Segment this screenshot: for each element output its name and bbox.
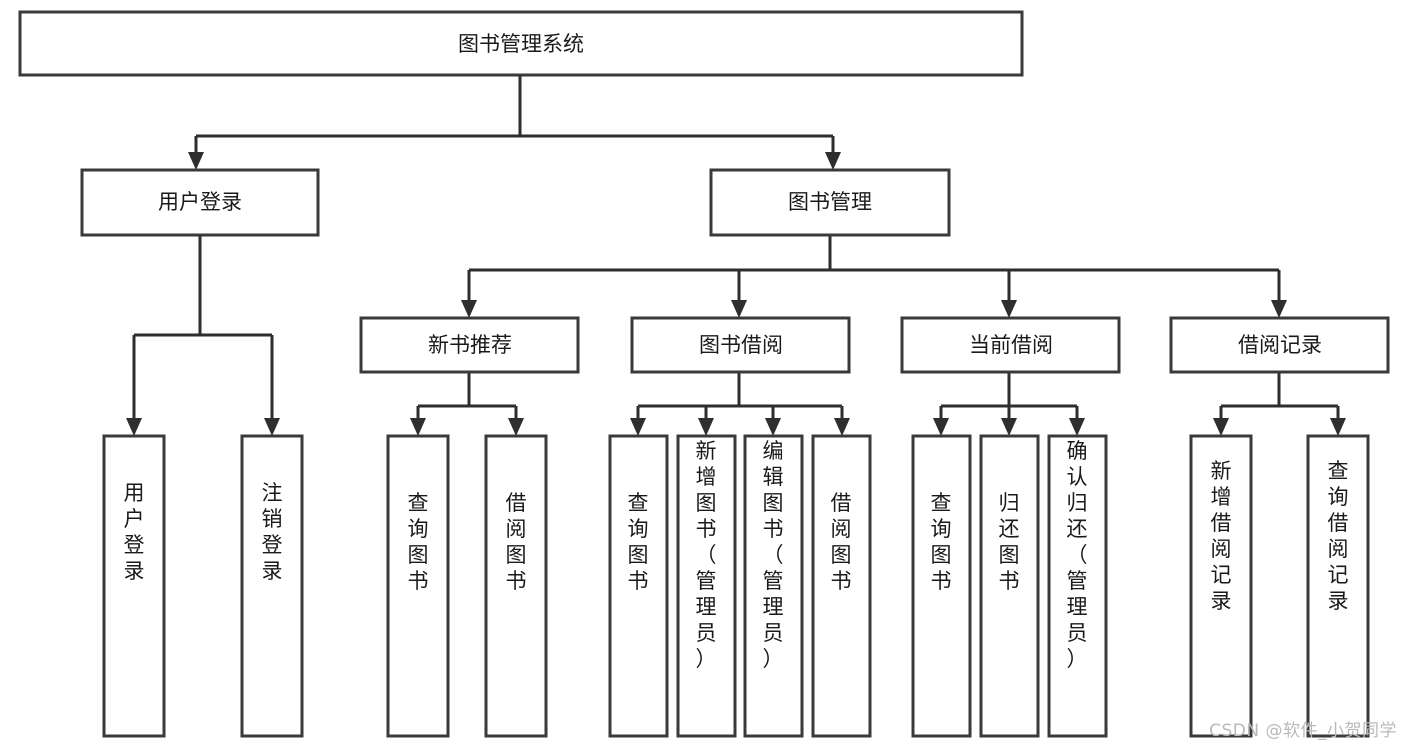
leaf-add-record-box[interactable] [1189,434,1253,738]
arrow-br-leaf-2 [1330,418,1346,436]
leaf-borrow-book-2[interactable]: 借阅图书 [811,434,872,738]
leaf-confirm-return-label: 确认归还（管理员） [1067,439,1088,671]
leaf-query-book-1-box[interactable] [386,434,450,738]
arrow-bb-leaf-3 [765,418,781,436]
arrow-nbr-leaf-1 [410,418,426,436]
node-book-borrow-label: 图书借阅 [699,333,783,357]
leaf-query-book-2[interactable]: 查询图书 [608,434,669,738]
leaf-query-book-3[interactable]: 查询图书 [911,434,972,738]
leaf-return-book[interactable]: 归还图书 [979,434,1040,738]
node-book-borrow[interactable]: 图书借阅 [630,316,851,374]
leaf-borrow-book-1[interactable]: 借阅图书 [484,434,548,738]
leaf-add-book-label: 新增图书（管理员） [696,439,717,671]
node-current-borrow-box[interactable] [900,316,1121,374]
arrow-bm-to-book-borrow [731,300,747,318]
arrow-bb-leaf-4 [834,418,850,436]
leaf-return-book-box[interactable] [979,434,1040,738]
arrow-root-to-user-login [188,152,204,170]
leaf-logout-login-box[interactable] [240,434,304,738]
node-root[interactable]: 图书管理系统 [18,10,1024,77]
leaf-logout-login[interactable]: 注销登录 [240,434,304,738]
node-root-box[interactable] [18,10,1024,77]
leaf-logout-login-label: 注销登录 [262,481,283,583]
arrow-cb-leaf-2 [1001,418,1017,436]
arrow-br-leaf-1 [1213,418,1229,436]
leaf-borrow-book-1-label: 借阅图书 [506,491,527,593]
leaf-add-book-box[interactable] [676,434,737,738]
node-user-login-label: 用户登录 [158,190,242,214]
leaf-user-login[interactable]: 用户登录 [102,434,166,738]
node-user-login-box[interactable] [80,168,320,237]
node-book-manage[interactable]: 图书管理 [709,168,951,237]
arrow-bb-leaf-1 [630,418,646,436]
connector-layer [126,76,1346,436]
node-current-borrow[interactable]: 当前借阅 [900,316,1121,374]
node-book-borrow-box[interactable] [630,316,851,374]
leaf-query-record[interactable]: 查询借阅记录 [1306,434,1370,738]
node-new-book-recommend[interactable]: 新书推荐 [359,316,580,374]
node-new-book-recommend-box[interactable] [359,316,580,374]
arrow-bm-to-current-borrow [1001,300,1017,318]
node-user-login[interactable]: 用户登录 [80,168,320,237]
leaf-edit-book-label: 编辑图书（管理员） [763,439,784,671]
arrow-nbr-leaf-2 [508,418,524,436]
node-borrow-record-label: 借阅记录 [1238,333,1322,357]
leaf-query-book-2-box[interactable] [608,434,669,738]
arrow-root-to-book-manage [825,152,841,170]
arrow-user-login-leaf-1 [126,418,142,436]
leaf-query-book-1[interactable]: 查询图书 [386,434,450,738]
leaf-user-login-box[interactable] [102,434,166,738]
leaf-add-book[interactable]: 新增图书（管理员） [676,434,737,738]
arrow-user-login-leaf-2 [264,418,280,436]
leaf-query-record-box[interactable] [1306,434,1370,738]
csdn-watermark: CSDN @软件_小贺同学 [1209,721,1397,741]
arrow-cb-leaf-3 [1069,418,1085,436]
leaf-query-book-2-label: 查询图书 [628,491,649,593]
leaf-return-book-label: 归还图书 [999,491,1020,593]
leaf-add-record-label: 新增借阅记录 [1211,459,1232,613]
leaf-query-book-3-box[interactable] [911,434,972,738]
node-new-book-recommend-label: 新书推荐 [428,333,512,357]
node-book-manage-label: 图书管理 [788,190,872,214]
node-book-manage-box[interactable] [709,168,951,237]
leaf-user-login-label: 用户登录 [124,481,145,583]
node-borrow-record-box[interactable] [1169,316,1390,374]
arrow-bm-to-borrow-record [1271,300,1287,318]
node-root-label: 图书管理系统 [458,32,584,56]
leaf-query-book-3-label: 查询图书 [931,491,952,593]
leaf-edit-book-box[interactable] [743,434,804,738]
leaf-query-book-1-label: 查询图书 [408,491,429,593]
node-current-borrow-label: 当前借阅 [969,333,1053,357]
leaf-confirm-return[interactable]: 确认归还（管理员） [1047,434,1108,738]
arrow-bb-leaf-2 [698,418,714,436]
leaf-borrow-book-2-label: 借阅图书 [831,491,852,593]
leaf-query-record-label: 查询借阅记录 [1328,459,1349,613]
leaf-edit-book[interactable]: 编辑图书（管理员） [743,434,804,738]
leaf-confirm-return-box[interactable] [1047,434,1108,738]
arrow-cb-leaf-1 [933,418,949,436]
leaf-add-record[interactable]: 新增借阅记录 [1189,434,1253,738]
leaf-borrow-book-1-box[interactable] [484,434,548,738]
leaf-borrow-book-2-box[interactable] [811,434,872,738]
arrow-bm-to-new-book [461,300,477,318]
node-borrow-record[interactable]: 借阅记录 [1169,316,1390,374]
